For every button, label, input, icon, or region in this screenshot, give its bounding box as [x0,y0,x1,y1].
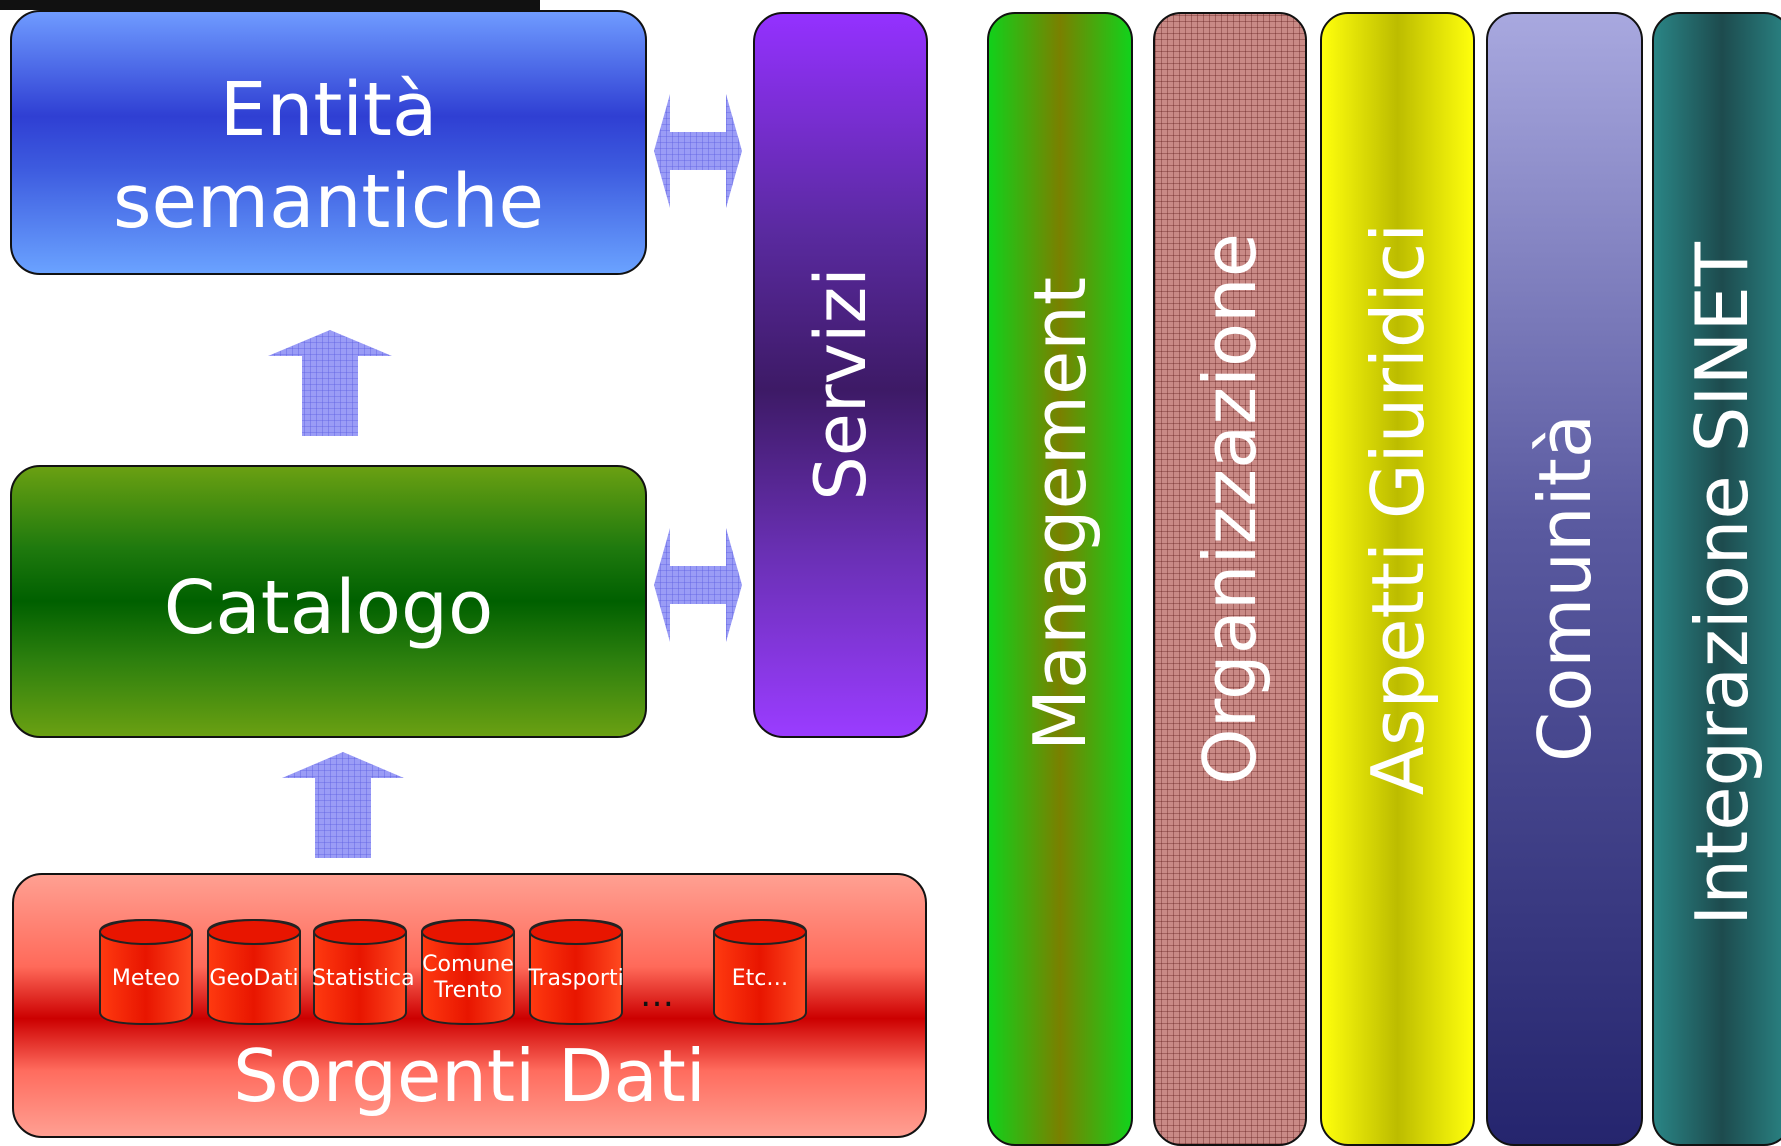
up-arrow-icon [268,330,392,436]
pillar-integrazione-label: Integrazione SINET [1680,242,1764,926]
pillar-comunita-label: Comunità [1522,413,1607,763]
database-icon [421,918,515,1026]
pillar-aspetti-label: Aspetti Giuridici [1355,222,1440,796]
pillar-organizzazione-label: Organizzazione [1188,233,1272,785]
pillar-aspetti-giuridici: Aspetti Giuridici [1320,12,1475,1146]
cylinder-statistica-label: Statistica [312,966,415,991]
pillar-management: Management [987,12,1133,1146]
up-arrow-icon [282,752,404,858]
pillar-integrazione-sinet: Integrazione SINET [1652,12,1781,1146]
cylinder-geodati: GeoDati [206,918,302,1030]
cylinder-trasporti-label: Trasporti [528,966,624,991]
catalogo-box: Catalogo [10,465,647,738]
database-icon [313,918,407,1026]
cylinder-trasporti: Trasporti [528,918,624,1030]
database-icon [713,918,807,1026]
cylinder-meteo-label: Meteo [111,966,181,991]
title-fragment [0,0,540,10]
pillar-comunita: Comunità [1486,12,1643,1146]
double-arrow-icon [654,94,742,208]
cylinder-meteo: Meteo [98,918,194,1030]
sorgenti-dati-label: Sorgenti Dati [233,1034,706,1118]
ellipsis-text: … [640,975,674,1015]
database-icon [99,918,193,1026]
cylinder-etc-label: Etc… [731,966,789,991]
servizi-label: Servizi [799,267,882,501]
comune-line2: Trento [433,978,503,1003]
entita-line2: semantiche [112,159,545,245]
database-icon [529,918,623,1026]
cylinder-comune-trento: Comune Trento [420,918,516,1030]
double-arrow-icon [654,528,742,642]
cylinder-comune-trento-label: Comune Trento [420,952,516,1004]
entita-semantiche-label: Entità semantiche [12,64,645,248]
pillar-management-label: Management [1018,276,1102,752]
database-icon [207,918,301,1026]
pillar-organizzazione: Organizzazione [1153,12,1307,1146]
servizi-box: Servizi [753,12,928,738]
cylinder-statistica: Statistica [312,918,415,1030]
catalogo-label: Catalogo [163,565,494,651]
comune-line1: Comune [422,952,514,977]
entita-semantiche-box: Entità semantiche [10,10,647,275]
cylinder-etc: Etc… [712,918,808,1030]
cylinder-geodati-label: GeoDati [209,966,299,991]
entita-line1: Entità [219,67,438,153]
